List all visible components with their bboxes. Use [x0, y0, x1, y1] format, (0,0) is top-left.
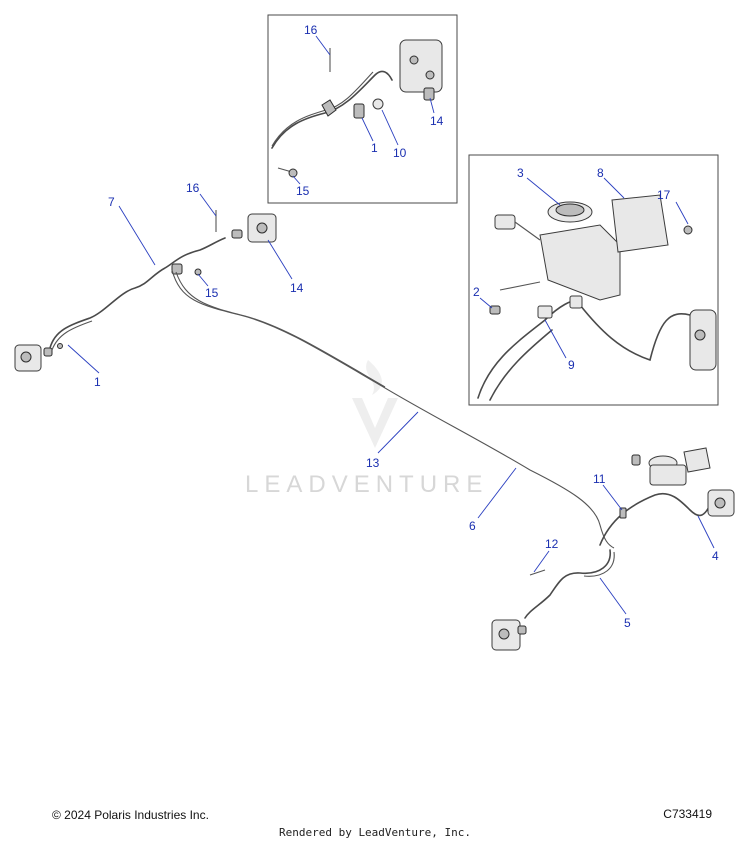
callout-1-main: 1 [94, 375, 101, 389]
leader-6 [477, 467, 517, 519]
inset-right-art [477, 194, 717, 401]
rendered-by-text: Rendered by LeadVenture, Inc. [278, 826, 472, 839]
leader-1-main [67, 344, 100, 374]
inset-top-art [271, 39, 443, 178]
callout-9: 9 [568, 358, 575, 372]
callout-1-inset: 1 [371, 141, 378, 155]
copyright-text: © 2024 Polaris Industries Inc. [52, 808, 209, 822]
leader-10 [381, 109, 399, 146]
callout-4: 4 [712, 549, 719, 563]
leader-9 [544, 319, 567, 359]
leader-14-main [267, 239, 293, 280]
diagram-code: C733419 [663, 807, 712, 821]
leader-1-inset [361, 117, 374, 142]
callout-13: 13 [366, 456, 380, 470]
callout-8: 8 [597, 166, 604, 180]
leader-16-main [199, 193, 217, 217]
callout-3: 3 [517, 166, 524, 180]
callout-12: 12 [545, 537, 559, 551]
leader-3 [526, 177, 561, 206]
leader-5 [599, 577, 627, 615]
callout-15-main: 15 [205, 286, 219, 300]
callout-16-inset: 16 [304, 23, 318, 37]
callout-14-main: 14 [290, 281, 304, 295]
callout-5: 5 [624, 616, 631, 630]
leader-16-inset [315, 35, 331, 56]
leader-12 [533, 550, 550, 573]
main-assembly-art [14, 210, 735, 651]
leader-15-main [197, 273, 209, 287]
leader-17 [675, 201, 689, 225]
callout-16-main: 16 [186, 181, 200, 195]
callout-15-inset: 15 [296, 184, 310, 198]
callout-6: 6 [469, 519, 476, 533]
inset-box-top [267, 14, 458, 204]
leader-2 [479, 297, 493, 309]
leader-15-inset [292, 175, 301, 185]
callout-10: 10 [393, 146, 407, 160]
callout-2: 2 [473, 285, 480, 299]
leader-11 [602, 484, 623, 511]
leader-8 [603, 177, 625, 199]
callout-7: 7 [108, 195, 115, 209]
callout-14-inset: 14 [430, 114, 444, 128]
watermark-logo [352, 360, 398, 448]
leader-14-inset [429, 97, 435, 114]
leader-4 [697, 515, 715, 549]
leader-13 [377, 411, 419, 454]
inset-box-right [468, 154, 719, 406]
leader-7 [118, 205, 156, 266]
watermark-text: LEADVENTURE [245, 471, 488, 498]
callout-17: 17 [657, 188, 671, 202]
callout-11: 11 [593, 472, 606, 486]
